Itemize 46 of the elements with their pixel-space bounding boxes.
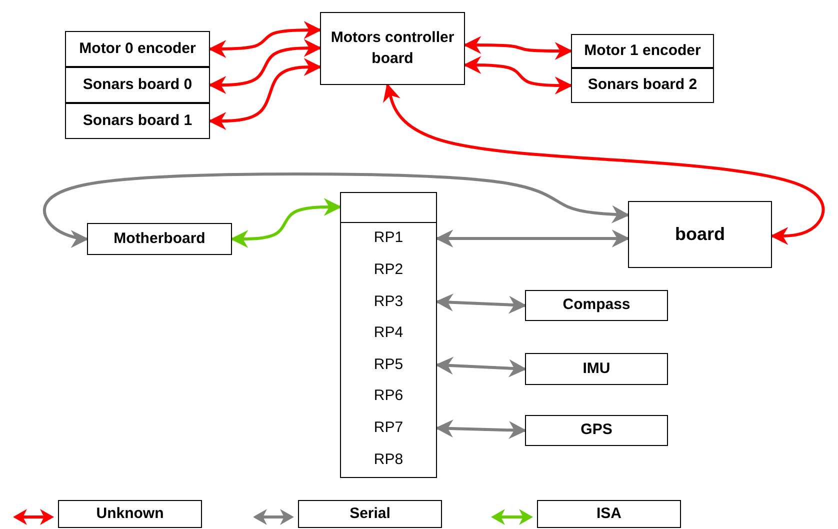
process-box bbox=[87, 223, 232, 255]
arrow bbox=[383, 83, 825, 245]
process-box bbox=[571, 68, 714, 103]
arrow bbox=[435, 420, 527, 440]
node-label: Sonars board 2 bbox=[588, 75, 698, 96]
node-label: Motor 1 encoder bbox=[584, 40, 701, 61]
node-label: Motors controller board bbox=[330, 28, 456, 68]
arrow bbox=[435, 356, 527, 378]
legend-label: Serial bbox=[298, 500, 442, 528]
arrow bbox=[435, 293, 527, 314]
port-label: RP5 bbox=[374, 354, 404, 375]
arrow bbox=[463, 36, 573, 60]
arrow bbox=[43, 172, 630, 248]
arrow bbox=[230, 198, 342, 248]
port-label: RP8 bbox=[374, 450, 404, 470]
port-label: RP1 bbox=[374, 228, 404, 248]
port-label: RP6 bbox=[374, 386, 404, 406]
process-box bbox=[65, 31, 210, 67]
node-label: Sonars board 0 bbox=[82, 74, 192, 95]
node-label: Motor 0 encoder bbox=[79, 38, 196, 59]
arrow bbox=[463, 56, 573, 94]
node-label: Sonars board 1 bbox=[82, 110, 192, 131]
process-box bbox=[65, 103, 210, 139]
port-label: RP2 bbox=[374, 260, 404, 280]
node-label: board bbox=[674, 223, 725, 246]
arrow bbox=[435, 230, 630, 248]
process-box bbox=[320, 12, 465, 85]
process-box bbox=[525, 415, 668, 446]
port-panel bbox=[340, 192, 437, 478]
node-label: GPS bbox=[580, 420, 612, 440]
legend-label: ISA bbox=[537, 500, 681, 528]
process-box bbox=[571, 34, 714, 68]
arrow bbox=[208, 21, 322, 58]
port-label: RP7 bbox=[374, 418, 404, 438]
port-label: RP4 bbox=[374, 323, 404, 344]
process-box bbox=[628, 201, 772, 268]
process-box bbox=[525, 353, 668, 385]
legend-label: Unknown bbox=[58, 500, 202, 528]
port-label: RP3 bbox=[374, 292, 404, 312]
process-box bbox=[525, 290, 668, 321]
arrow bbox=[208, 58, 322, 130]
node-label: Motherboard bbox=[114, 228, 206, 249]
arrow bbox=[208, 39, 322, 94]
node-label: IMU bbox=[582, 358, 610, 379]
process-box bbox=[65, 67, 210, 103]
node-label: Compass bbox=[562, 295, 630, 316]
